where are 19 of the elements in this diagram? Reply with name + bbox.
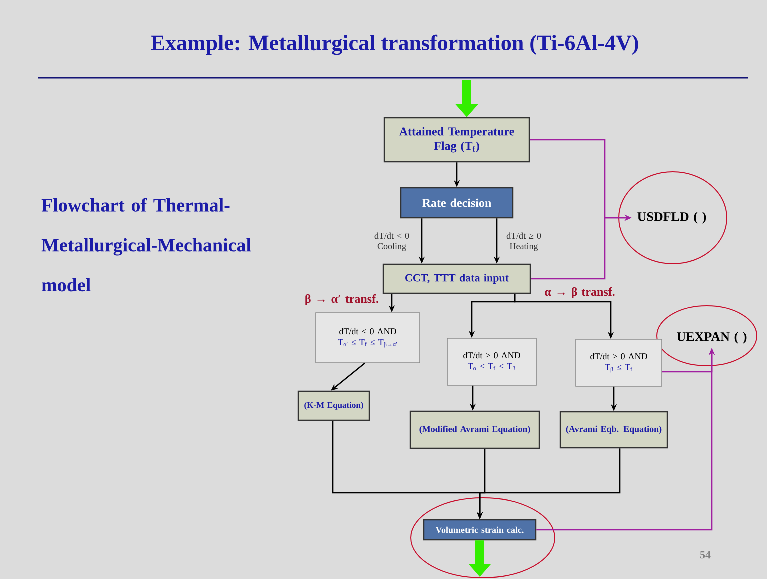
- condition-box: dT/dt > 0 AND T$_{β}$ ≤ T$_{f}$: [576, 339, 662, 387]
- edge-label: β → α′ transf.: [306, 294, 378, 306]
- process-box: (Modified Avrami Equation): [410, 410, 540, 450]
- subroutine-label: USDFLD ( ): [638, 212, 706, 224]
- side-heading: Flowchart of Thermal-Metallurgical-Mechanical model: [42, 198, 252, 292]
- edge-label: dT/dt ≥ 0 Heating: [506, 232, 542, 252]
- process-box: CCT, TTT data input: [382, 264, 532, 294]
- edge-label: dT/dt < 0 Cooling: [374, 232, 410, 252]
- process-box: Rate decision: [400, 187, 514, 219]
- process-box: Volumetric strain calc.: [423, 519, 537, 541]
- edge-label: α → β transf.: [545, 288, 615, 298]
- process-box: (Avrami Eqb. Equation): [560, 411, 668, 449]
- condition-box: dT/dt < 0 AND T$_{α′}$ ≤ T$_{f}$ ≤ T$_{β→α′}$: [316, 312, 420, 364]
- condition-box: dT/dt > 0 AND T$_{α}$ < T$_{f}$ < T$_{β}$: [447, 338, 537, 386]
- slide-title: Example: Metallurgical transformation (Ti-6Al-4V): [151, 34, 638, 56]
- process-box: (K-M Equation): [298, 390, 370, 422]
- subroutine-label: UEXPAN ( ): [677, 332, 747, 344]
- page-number: 54: [700, 551, 711, 559]
- process-box: Attained Temperature Flag (T$_{f}$): [384, 117, 530, 163]
